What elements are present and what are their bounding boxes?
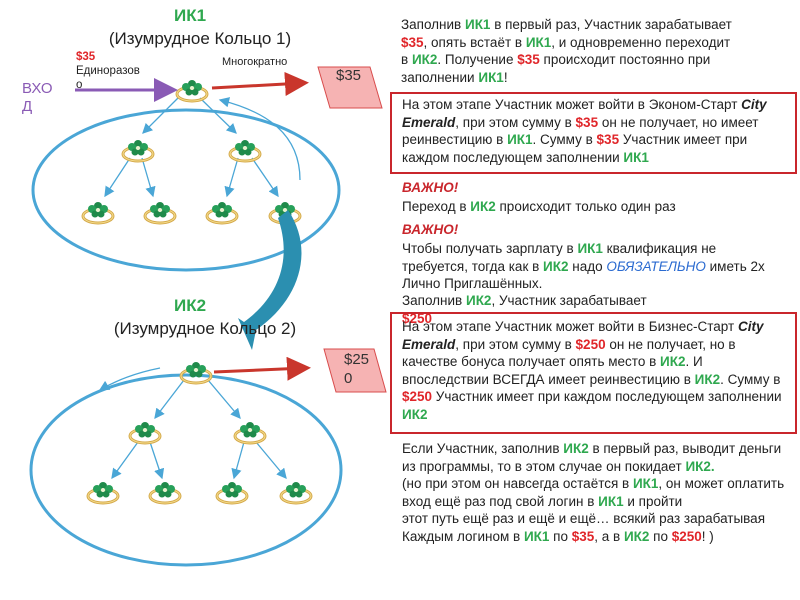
multi-label: Многократно <box>222 56 288 68</box>
emerald-ring-icon <box>233 420 267 445</box>
emerald-ring-icon <box>86 480 120 505</box>
onetime-label: Единоразово <box>76 65 140 91</box>
emerald-ring-icon <box>215 480 249 505</box>
warning-2-label: ВАЖНО! <box>402 222 459 237</box>
emerald-ring-icon <box>128 420 162 445</box>
ik2-payout: $250 <box>344 351 370 387</box>
info-box-ik1-text: На этом этапе Участник может войти в Эко… <box>402 97 767 165</box>
info-box-ik2-text: На этом этапе Участник может войти в Биз… <box>402 319 782 422</box>
paragraph-ik1-fill: Заполнив ИК1 в первый раз, Участник зара… <box>401 17 732 85</box>
warning-1-label: ВАЖНО! <box>402 180 459 195</box>
price-tag-ik1 <box>317 66 383 109</box>
return-arrow-icon <box>218 97 301 181</box>
emerald-ring-icon <box>179 360 213 385</box>
emerald-ring-icon <box>175 78 209 103</box>
onetime-block: $35 Единоразово <box>76 50 144 92</box>
entry-label: ВХОД <box>22 80 53 115</box>
info-box-ik1 <box>390 92 797 174</box>
paragraph-ik2-fill: Заполнив ИК2, Участник зарабатывает $250 <box>402 293 647 326</box>
warning-1-text: Переход в ИК2 происходит только один раз <box>402 199 676 214</box>
emerald-ring-icon <box>228 138 262 163</box>
emerald-ring-icon <box>148 480 182 505</box>
emerald-ring-icon <box>81 200 115 225</box>
paragraph-exit: Если Участник, заполнив ИК2 в первый раз… <box>402 441 785 544</box>
emerald-ring-icon <box>121 138 155 163</box>
transition-arrow-icon <box>238 210 302 350</box>
onetime-price: $35 <box>76 51 96 63</box>
ik2-title: ИК2 <box>173 296 207 315</box>
return-arrow-icon <box>98 367 161 391</box>
ik1-tree-lines <box>104 97 279 198</box>
price-tag-ik2 <box>323 348 387 393</box>
ik1-title: ИК1 <box>173 6 207 25</box>
payout-arrow-icon <box>213 356 311 381</box>
ik1-subtitle: (Изумрудное Кольцо 1) <box>108 29 292 48</box>
ik1-payout: $35 <box>336 67 362 84</box>
info-box-ik2 <box>390 312 797 434</box>
ik1-ring-ellipse <box>31 108 341 272</box>
emerald-ring-icon <box>143 200 177 225</box>
warning-2-text: Чтобы получать зарплату в ИК1 квалификац… <box>402 241 765 291</box>
ik2-tree-lines <box>111 379 287 480</box>
ik2-ring-ellipse <box>29 373 343 567</box>
emerald-ring-icon <box>279 480 313 505</box>
payout-arrow-icon <box>211 72 309 96</box>
ik2-subtitle: (Изумрудное Кольцо 2) <box>113 319 297 338</box>
emerald-ring-icon <box>205 200 239 225</box>
